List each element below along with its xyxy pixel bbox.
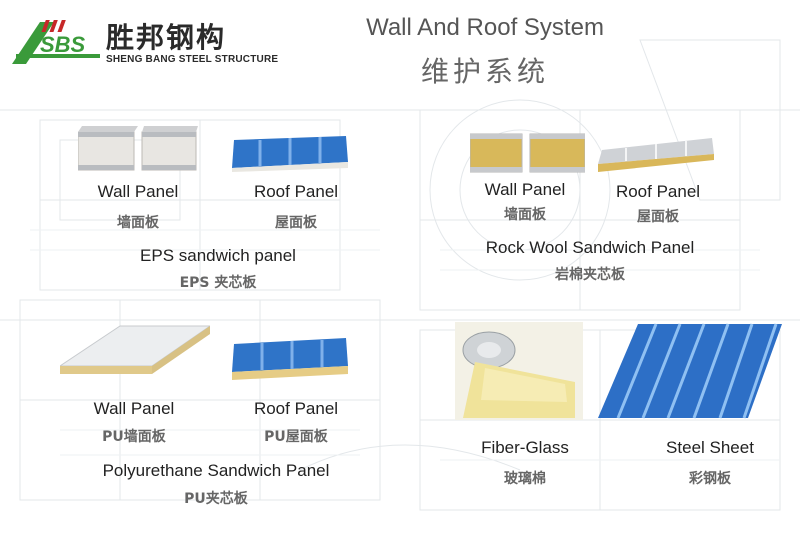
fiberglass-roll-image — [455, 322, 583, 420]
page-title-en: Wall And Roof System — [366, 14, 604, 41]
pu-group-label: Polyurethane Sandwich Panel — [102, 461, 330, 480]
brand-name-en: SHENG BANG STEEL STRUCTURE — [106, 54, 279, 65]
eps-wall-panel-label-cn: 墙面板 — [117, 215, 159, 231]
rockwool-group-label-cn: 岩棉夹芯板 — [555, 267, 625, 283]
brand-name-cn: 胜邦钢构 — [106, 21, 227, 54]
steel-sheet-label: Steel Sheet — [666, 438, 754, 457]
company-logo: SBS 胜邦钢构 SHENG BANG STEEL STRUCTURE — [10, 12, 278, 72]
pu-roof-panel-label-cn: PU屋面板 — [264, 429, 328, 445]
steel-sheet-image — [598, 323, 782, 419]
pu-wall-panel-label-cn: PU墙面板 — [102, 429, 166, 445]
eps-roof-panel-label: Roof Panel — [253, 182, 339, 201]
pu-roof-panel-image — [232, 338, 348, 380]
eps-roof-panel-image — [232, 136, 348, 172]
rockwool-group-label: Rock Wool Sandwich Panel — [485, 238, 695, 257]
sbs-logo-mark: SBS — [12, 20, 100, 64]
rockwool-roof-panel-image — [598, 138, 714, 172]
eps-wall-panel-image — [78, 126, 198, 171]
eps-group-label: EPS sandwich panel — [140, 246, 296, 265]
pu-wall-panel-image — [60, 325, 210, 374]
pu-roof-panel-label: Roof Panel — [253, 399, 339, 418]
rockwool-wall-panel-label-cn: 墙面板 — [504, 207, 546, 223]
rockwool-roof-panel-label-cn: 屋面板 — [637, 209, 679, 225]
page-title-cn: 维护系统 — [420, 55, 549, 88]
rockwool-roof-panel-label: Roof Panel — [615, 182, 701, 201]
eps-wall-panel-label: Wall Panel — [97, 182, 179, 201]
rockwool-wall-panel-label: Wall Panel — [484, 180, 566, 199]
fiberglass-label-cn: 玻璃棉 — [504, 471, 546, 487]
eps-roof-panel-label-cn: 屋面板 — [275, 215, 317, 231]
steel-sheet-label-cn: 彩钢板 — [689, 471, 731, 487]
eps-group-label-cn: EPS 夹芯板 — [179, 275, 257, 291]
rockwool-wall-panel-image — [470, 133, 585, 173]
pu-group-label-cn: PU夹芯板 — [184, 491, 248, 507]
fiberglass-label: Fiber-Glass — [481, 438, 569, 457]
pu-wall-panel-label: Wall Panel — [93, 399, 175, 418]
logo-mark-text: SBS — [40, 32, 86, 57]
